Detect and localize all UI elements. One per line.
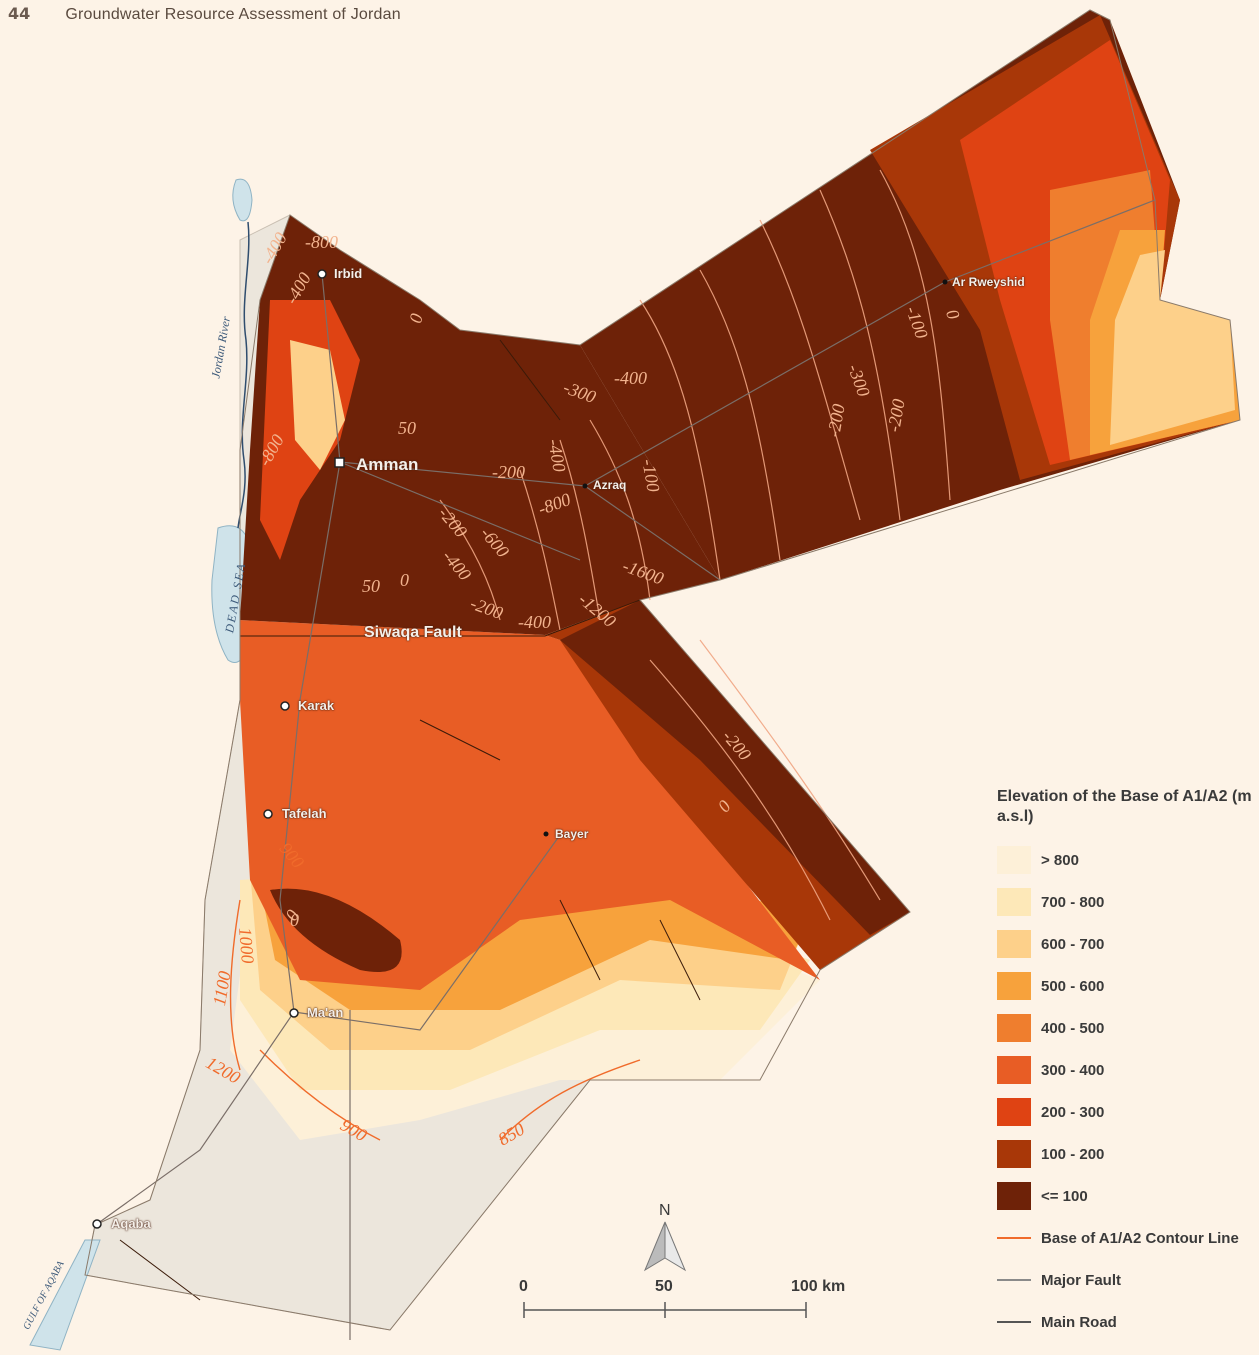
legend-swatch (997, 1014, 1031, 1042)
legend-item: 700 - 800 (997, 881, 1259, 923)
legend-swatch (997, 1182, 1031, 1210)
marker-aqaba (92, 1219, 102, 1229)
zone-maan-dark (270, 888, 402, 972)
legend-line-label: Base of A1/A2 Contour Line (1041, 1229, 1239, 1247)
legend-line-item: Major Fault (997, 1259, 1259, 1301)
north-arrow-label: N (659, 1202, 671, 1219)
contour-label: 50 (398, 418, 416, 438)
legend-label: > 800 (1041, 851, 1079, 869)
marker-maan (289, 1008, 299, 1018)
legend-line-swatch (997, 1237, 1031, 1239)
legend-swatch (997, 1098, 1031, 1126)
north-arrow-icon (643, 1221, 687, 1272)
legend-item: > 800 (997, 839, 1259, 881)
legend-items: > 800 700 - 800 600 - 700 500 - 600 400 - 50… (997, 839, 1259, 1343)
contour-label: -400 (614, 368, 647, 388)
city-label-karak: Karak (298, 698, 335, 713)
page-number: 44 (8, 4, 31, 23)
south-contours (229, 899, 641, 1141)
scale-bar (523, 1302, 807, 1318)
city-label-bayer: Bayer (555, 827, 589, 841)
legend-item: 300 - 400 (997, 1049, 1259, 1091)
zone-central (240, 620, 820, 990)
scale-label-100: 100 km (791, 1278, 846, 1295)
jordan-river-line (237, 221, 250, 529)
city-markers (92, 269, 948, 1229)
legend-item: 500 - 600 (997, 965, 1259, 1007)
contour-label: 0 (290, 910, 299, 930)
legend-item: 200 - 300 (997, 1091, 1259, 1133)
legend-title: Elevation of the Base of A1/A2 (m a.s.l) (997, 788, 1252, 825)
legend-line-swatch (997, 1279, 1031, 1281)
legend: Elevation of the Base of A1/A2 (m a.s.l)… (997, 787, 1259, 1343)
legend-line-swatch (997, 1321, 1031, 1323)
city-label-ar-rweyshid: Ar Rweyshid (952, 275, 1025, 289)
legend-item: 100 - 200 (997, 1133, 1259, 1175)
main-roads (96, 199, 1156, 1340)
marker-irbid (317, 269, 327, 279)
legend-label: 400 - 500 (1041, 1019, 1105, 1037)
legend-label: <= 100 (1041, 1187, 1088, 1205)
contour-lines (439, 169, 951, 921)
legend-label: 300 - 400 (1041, 1061, 1105, 1079)
legend-line-item: Main Road (997, 1301, 1259, 1343)
contour-label: 1000 (234, 926, 259, 965)
contour-label: 0 (400, 570, 409, 590)
city-label-amman: Amman (356, 455, 419, 474)
legend-label: 200 - 300 (1041, 1103, 1105, 1121)
city-label-aqaba: Aqaba (111, 1216, 151, 1231)
legend-swatch (997, 888, 1031, 916)
marker-azraq (582, 483, 588, 489)
marker-karak (280, 701, 290, 711)
zone-east-5 (1110, 250, 1235, 445)
legend-swatch (997, 930, 1031, 958)
legend-item: 400 - 500 (997, 1007, 1259, 1049)
page-title: Groundwater Resource Assessment of Jorda… (65, 6, 401, 23)
lake-tiberias (232, 178, 253, 222)
contour-label: 50 (362, 576, 380, 596)
marker-amman (334, 457, 345, 468)
contour-label: -400 (518, 612, 551, 632)
city-label-azraq: Azraq (593, 478, 627, 492)
city-label-maan: Ma'an (307, 1005, 344, 1020)
legend-line-label: Main Road (1041, 1313, 1117, 1331)
marker-tafelah (263, 809, 273, 819)
marker-ar-rweyshid (942, 279, 948, 285)
contour-label: -800 (305, 232, 338, 252)
legend-swatch (997, 1140, 1031, 1168)
city-label-tafelah: Tafelah (282, 806, 327, 821)
legend-label: 700 - 800 (1041, 893, 1105, 911)
legend-line-label: Major Fault (1041, 1271, 1122, 1289)
legend-label: 600 - 700 (1041, 935, 1105, 953)
country-border (84, 9, 1241, 1331)
legend-label: 100 - 200 (1041, 1145, 1105, 1163)
zone-east-band (560, 600, 910, 935)
legend-item: 600 - 700 (997, 923, 1259, 965)
city-label-irbid: Irbid (334, 266, 363, 281)
legend-swatch (997, 1056, 1031, 1084)
legend-swatch (997, 846, 1031, 874)
scale-label-0: 0 (519, 1278, 528, 1295)
legend-label: 500 - 600 (1041, 977, 1105, 995)
feature-siwaqa-fault: Siwaqa Fault (364, 624, 462, 641)
contour-label: -200 (492, 462, 525, 482)
legend-item: <= 100 (997, 1175, 1259, 1217)
marker-bayer (543, 831, 549, 837)
legend-swatch (997, 972, 1031, 1000)
page-header: 44 Groundwater Resource Assessment of Jo… (8, 4, 401, 24)
zone-north (240, 215, 720, 635)
major-faults (119, 339, 701, 1301)
gulf-of-aqaba (29, 1239, 101, 1351)
legend-line-item: Base of A1/A2 Contour Line (997, 1217, 1259, 1259)
scale-label-50: 50 (655, 1278, 673, 1295)
